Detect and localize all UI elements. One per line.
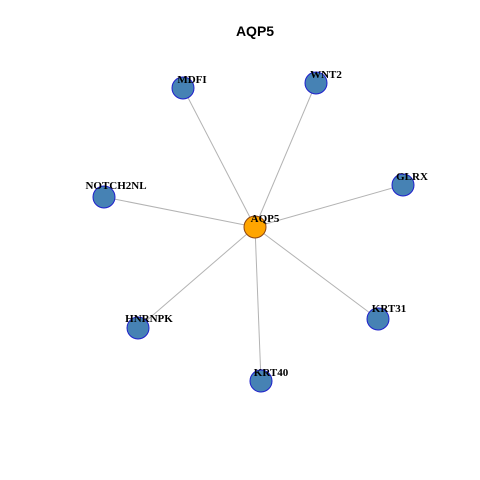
node-label-aqp5: AQP5 (251, 213, 280, 225)
node-aqp5[interactable]: AQP5 (243, 213, 280, 239)
node-notch2nl[interactable]: NOTCH2NL (85, 180, 147, 209)
node-label-hnrnpk: HNRNPK (125, 313, 173, 325)
node-circle-krt31[interactable] (366, 307, 390, 331)
edge-aqp5-notch2nl (103, 196, 256, 228)
edge-aqp5-glrx (254, 184, 404, 228)
node-circle-mdfi[interactable] (171, 76, 195, 100)
node-krt31[interactable]: KRT31 (366, 303, 406, 331)
node-circle-krt40[interactable] (249, 369, 273, 393)
edge-layer (103, 82, 404, 382)
node-label-notch2nl: NOTCH2NL (85, 180, 146, 192)
node-label-mdfi: MDFI (177, 74, 206, 86)
edge-aqp5-mdfi (182, 87, 256, 228)
edge-aqp5-wnt2 (254, 82, 317, 228)
node-label-glrx: GLRX (396, 171, 428, 183)
node-circle-aqp5[interactable] (243, 215, 267, 239)
node-hnrnpk[interactable]: HNRNPK (125, 313, 173, 340)
node-circle-glrx[interactable] (391, 173, 415, 197)
edge-aqp5-hnrnpk (137, 226, 256, 329)
node-circle-hnrnpk[interactable] (126, 316, 150, 340)
graph-title: AQP5 (236, 23, 274, 39)
node-mdfi[interactable]: MDFI (171, 74, 207, 100)
node-glrx[interactable]: GLRX (391, 171, 428, 197)
node-label-wnt2: WNT2 (310, 69, 342, 81)
node-circle-wnt2[interactable] (304, 71, 328, 95)
node-label-krt40: KRT40 (254, 367, 289, 379)
node-wnt2[interactable]: WNT2 (304, 69, 342, 95)
edge-aqp5-krt40 (254, 226, 262, 382)
node-circle-notch2nl[interactable] (92, 185, 116, 209)
edge-aqp5-krt31 (254, 226, 379, 320)
node-krt40[interactable]: KRT40 (249, 367, 289, 393)
node-label-krt31: KRT31 (372, 303, 406, 315)
